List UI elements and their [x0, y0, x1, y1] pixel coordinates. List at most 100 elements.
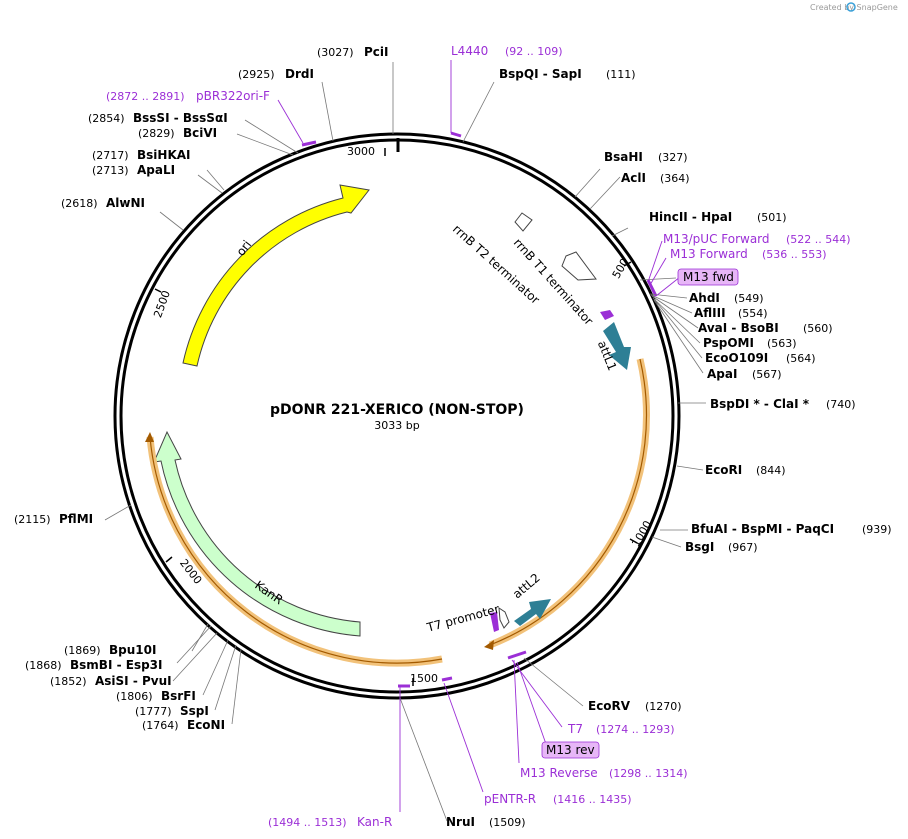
kanr-primer-position: (1494 .. 1513) [268, 816, 347, 829]
t7-promoter-white-arrow[interactable] [498, 607, 510, 629]
avai-position: (560) [803, 322, 833, 335]
pbr322-primer-label[interactable]: pBR322ori-F [196, 89, 270, 103]
nrui-position: (1509) [489, 816, 526, 829]
m13-rev-badge-label: M13 rev [546, 743, 595, 757]
ecorv-label[interactable]: EcoRV [588, 699, 631, 713]
primer-leader-lines [277, 60, 681, 812]
l4440-primer-label[interactable]: L4440 [451, 44, 488, 58]
bpu10i-position: (1869) [64, 644, 101, 657]
kanr-primer-label[interactable]: Kan-R [357, 815, 392, 829]
tick-label-1500: 1500 [410, 672, 438, 685]
bfuai-label[interactable]: BfuAI - BspMI - PaqCI [691, 522, 834, 536]
pflmi-label[interactable]: PflMI [59, 512, 93, 526]
tick-label-500: 500 [610, 256, 632, 281]
bspqi-label[interactable]: BspQI - SapI [499, 67, 582, 81]
m13puc-primer-label[interactable]: M13/pUC Forward [663, 232, 770, 246]
l4440-primer-bar [450, 131, 462, 138]
pspomi-label[interactable]: PspOMI [703, 336, 754, 350]
apai-label[interactable]: ApaI [707, 367, 737, 381]
ori-feature-arrow[interactable] [182, 184, 370, 367]
asisi-label[interactable]: AsiSI - PvuI [95, 674, 172, 688]
bssssi-label[interactable]: BssSI - BssSαI [133, 111, 228, 125]
t7-primer-position: (1274 .. 1293) [596, 723, 675, 736]
attl1-feature-arrow[interactable] [603, 322, 631, 370]
m13fwd-primer-bar [646, 279, 658, 297]
plasmid-name: pDONR 221-XERICO (NON-STOP) [270, 402, 524, 418]
rrnb-t1-terminator-arrow[interactable] [561, 251, 597, 281]
sspi-label[interactable]: SspI [180, 704, 209, 718]
attl2-feature-arrow[interactable] [514, 599, 551, 626]
pentr-primer-bar [441, 676, 453, 682]
avai-label[interactable]: AvaI - BsoBI [698, 321, 779, 335]
pbr322-primer-position: (2872 .. 2891) [106, 90, 185, 103]
sspi-position: (1777) [135, 705, 172, 718]
bsmbi-position: (1868) [25, 659, 62, 672]
apali-label[interactable]: ApaLI [137, 163, 175, 177]
t7-promoter-purple-arrow[interactable] [490, 612, 499, 632]
bsahi-position: (327) [658, 151, 688, 164]
pspomi-position: (563) [767, 337, 797, 350]
bsrfi-label[interactable]: BsrFI [161, 689, 196, 703]
bspdi-position: (740) [826, 398, 856, 411]
pcii-label[interactable]: PciI [364, 45, 389, 59]
rrnb-purple-arrow[interactable] [600, 310, 614, 320]
apai-position: (567) [752, 368, 782, 381]
plasmid-size: 3033 bp [374, 419, 419, 432]
bpu10i-label[interactable]: Bpu10I [109, 643, 156, 657]
bcivi-position: (2829) [138, 127, 175, 140]
bsahi-label[interactable]: BsaHI [604, 150, 643, 164]
l4440-primer-position: (92 .. 109) [505, 45, 563, 58]
kanr-feature-arrow[interactable] [153, 430, 361, 637]
bsgi-label[interactable]: BsgI [685, 540, 714, 554]
nrui-label[interactable]: NruI [446, 815, 475, 829]
backbone-outer-circle [113, 132, 681, 700]
ecorv-position: (1270) [645, 700, 682, 713]
drdi-position: (2925) [238, 68, 275, 81]
acli-label[interactable]: AclI [621, 171, 646, 185]
m13reverse-primer-label[interactable]: M13 Reverse [520, 766, 598, 780]
aflIII-position: (554) [738, 307, 768, 320]
snapgene-credit: Created by SnapGene [810, 3, 898, 12]
m13fwd-primer-position: (536 .. 553) [762, 248, 827, 261]
hincii-position: (501) [757, 211, 787, 224]
hincii-label[interactable]: HincII - HpaI [649, 210, 732, 224]
rrnb-t2-terminator-arrow[interactable] [514, 212, 533, 232]
tick-marks [154, 148, 638, 686]
right-insert-arrowhead [484, 640, 494, 650]
bsmbi-label[interactable]: BsmBI - Esp3I [70, 658, 162, 672]
aflIII-label[interactable]: AflIII [694, 306, 726, 320]
eco0109i-label[interactable]: EcoO109I [705, 351, 768, 365]
m13puc-primer-position: (522 .. 544) [786, 233, 851, 246]
alwni-label[interactable]: AlwNI [106, 196, 145, 210]
eco0109i-position: (564) [786, 352, 816, 365]
m13-rev-badge[interactable] [541, 741, 600, 759]
bsrfi-position: (1806) [116, 690, 153, 703]
econi-label[interactable]: EcoNI [187, 718, 225, 732]
acli-position: (364) [660, 172, 690, 185]
bspdi-label[interactable]: BspDI * - ClaI * [710, 397, 810, 411]
left-insert-line [149, 436, 443, 664]
drdi-label[interactable]: DrdI [285, 67, 314, 81]
pbr322-primer-bar [301, 140, 317, 147]
snapgene-logo-icon [846, 2, 856, 12]
asisi-position: (1852) [50, 675, 87, 688]
t7-primer-bar [507, 650, 527, 660]
bsgi-position: (967) [728, 541, 758, 554]
m13fwd-primer-label[interactable]: M13 Forward [670, 247, 748, 261]
left-insert-arrowhead [145, 432, 154, 442]
left-insert-highlight [146, 436, 443, 667]
bsihkai-position: (2717) [92, 149, 129, 162]
pflmi-position: (2115) [14, 513, 51, 526]
t7-primer-label[interactable]: T7 [567, 722, 583, 736]
tick-label-2500: 2500 [151, 289, 173, 320]
ecori-label[interactable]: EcoRI [705, 463, 742, 477]
tick-label-3000: 3000 [347, 145, 375, 158]
pentr-primer-label[interactable]: pENTR-R [484, 792, 536, 806]
ahdi-position: (549) [734, 292, 764, 305]
m13-fwd-badge[interactable] [677, 268, 739, 286]
bfuai-position: (939) [862, 523, 892, 536]
bsihkai-label[interactable]: BsiHKAI [137, 148, 191, 162]
alwni-position: (2618) [61, 197, 98, 210]
bcivi-label[interactable]: BciVI [183, 126, 217, 140]
ahdi-label[interactable]: AhdI [689, 291, 720, 305]
